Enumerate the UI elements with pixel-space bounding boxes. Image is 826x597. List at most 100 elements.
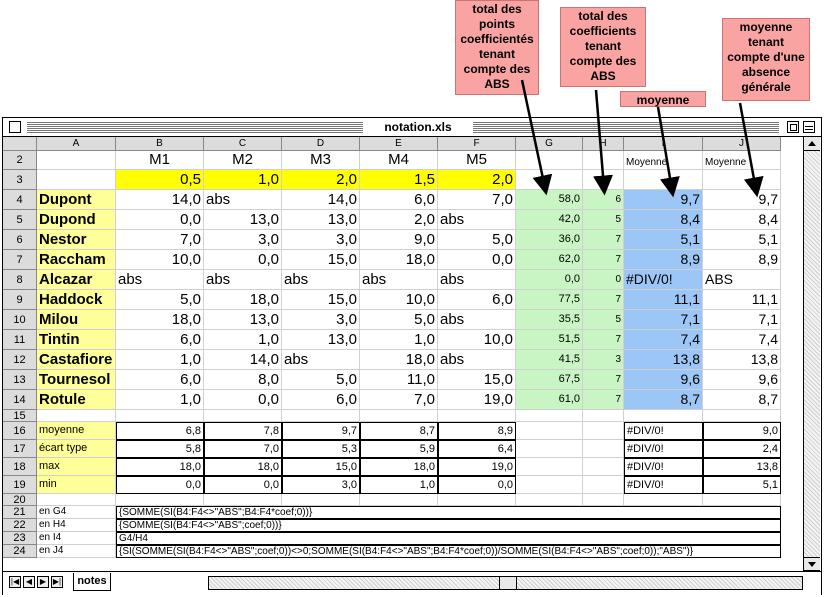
cell-e5[interactable]: 2,0	[360, 210, 438, 230]
row-header-5[interactable]: 5	[3, 210, 37, 230]
row-header-16[interactable]: 16	[3, 422, 37, 440]
formula-label-22[interactable]: en H4	[37, 519, 116, 532]
cell-b11[interactable]: 6,0	[116, 330, 204, 350]
sheet-tab-notes[interactable]: notes	[73, 573, 111, 591]
cell-j10[interactable]: 7,1	[703, 310, 781, 330]
cell-c12[interactable]: 14,0	[204, 350, 282, 370]
student-name-4[interactable]: Dupont	[37, 190, 116, 210]
cell-b16[interactable]: 6,8	[116, 422, 204, 440]
cell-d4[interactable]: 14,0	[282, 190, 360, 210]
cell-h10[interactable]: 5	[583, 310, 624, 330]
cell-c3[interactable]: 1,0	[204, 170, 282, 190]
cell-d2[interactable]: M3	[282, 151, 360, 170]
cell-g13[interactable]: 67,5	[516, 370, 583, 390]
cell-i14[interactable]: 8,7	[624, 390, 703, 410]
cell-h7[interactable]: 7	[583, 250, 624, 270]
cell-g6[interactable]: 36,0	[516, 230, 583, 250]
cell-i13[interactable]: 9,6	[624, 370, 703, 390]
last-sheet-icon[interactable]: ▶|	[51, 576, 63, 588]
column-header-e[interactable]: E	[360, 137, 438, 151]
cell-e19[interactable]: 1,0	[360, 476, 438, 494]
cell-h3[interactable]	[583, 170, 624, 190]
cell-d19[interactable]: 3,0	[282, 476, 360, 494]
cell-i4[interactable]: 9,7	[624, 190, 703, 210]
cell-f11[interactable]: 10,0	[438, 330, 516, 350]
cell-e16[interactable]: 8,7	[360, 422, 438, 440]
cell-e10[interactable]: 5,0	[360, 310, 438, 330]
cell-d15[interactable]	[282, 410, 360, 422]
student-name-6[interactable]: Nestor	[37, 230, 116, 250]
row-header-8[interactable]: 8	[3, 270, 37, 290]
cell-h4[interactable]: 6	[583, 190, 624, 210]
cell-f17[interactable]: 6,4	[438, 440, 516, 458]
cell-g15[interactable]	[516, 410, 583, 422]
cell-b6[interactable]: 7,0	[116, 230, 204, 250]
cell-g12[interactable]: 41,5	[516, 350, 583, 370]
cell-d13[interactable]: 5,0	[282, 370, 360, 390]
cell-a3[interactable]	[37, 170, 116, 190]
cell-j17[interactable]: 2,4	[703, 440, 781, 458]
cell-j14[interactable]: 8,7	[703, 390, 781, 410]
cell-i8[interactable]: #DIV/0!	[624, 270, 703, 290]
cell-c2[interactable]: M2	[204, 151, 282, 170]
cell-g2[interactable]	[516, 151, 583, 170]
cell-j12[interactable]: 13,8	[703, 350, 781, 370]
column-header-b[interactable]: B	[116, 137, 204, 151]
cell-j6[interactable]: 5,1	[703, 230, 781, 250]
student-name-11[interactable]: Tintin	[37, 330, 116, 350]
row-header-17[interactable]: 17	[3, 440, 37, 458]
cell-f7[interactable]: 0,0	[438, 250, 516, 270]
formula-text-23[interactable]: G4/H4	[116, 532, 781, 545]
student-name-14[interactable]: Rotule	[37, 390, 116, 410]
cell-g10[interactable]: 35,5	[516, 310, 583, 330]
cell-e7[interactable]: 18,0	[360, 250, 438, 270]
row-header-11[interactable]: 11	[3, 330, 37, 350]
cell-b19[interactable]: 0,0	[116, 476, 204, 494]
cell-j20[interactable]	[703, 494, 781, 506]
close-box-icon[interactable]	[9, 121, 21, 133]
row-header-23[interactable]: 23	[3, 532, 37, 545]
cell-c7[interactable]: 0,0	[204, 250, 282, 270]
cell-f18[interactable]: 19,0	[438, 458, 516, 476]
cell-b13[interactable]: 6,0	[116, 370, 204, 390]
cell-e12[interactable]: 18,0	[360, 350, 438, 370]
cell-d17[interactable]: 5,3	[282, 440, 360, 458]
vertical-scrollbar[interactable]	[803, 137, 820, 571]
cell-e2[interactable]: M4	[360, 151, 438, 170]
student-name-7[interactable]: Raccham	[37, 250, 116, 270]
column-header-f[interactable]: F	[438, 137, 516, 151]
cell-a2[interactable]	[37, 151, 116, 170]
cell-b3[interactable]: 0,5	[116, 170, 204, 190]
cell-b15[interactable]	[116, 410, 204, 422]
cell-g11[interactable]: 51,5	[516, 330, 583, 350]
formula-text-21[interactable]: {SOMME(SI(B4:F4<>"ABS";B4:F4*coef;0))}	[116, 506, 781, 519]
cell-b9[interactable]: 5,0	[116, 290, 204, 310]
cell-j11[interactable]: 7,4	[703, 330, 781, 350]
cell-c20[interactable]	[204, 494, 282, 506]
horizontal-scroll-thumb[interactable]	[499, 577, 517, 589]
cell-e3[interactable]: 1,5	[360, 170, 438, 190]
formula-label-23[interactable]: en I4	[37, 532, 116, 545]
cell-b7[interactable]: 10,0	[116, 250, 204, 270]
cell-e17[interactable]: 5,9	[360, 440, 438, 458]
cell-d10[interactable]: 3,0	[282, 310, 360, 330]
cell-f20[interactable]	[438, 494, 516, 506]
cell-h9[interactable]: 7	[583, 290, 624, 310]
cell-i6[interactable]: 5,1	[624, 230, 703, 250]
cell-h18[interactable]	[583, 458, 624, 476]
cell-d5[interactable]: 13,0	[282, 210, 360, 230]
cell-f14[interactable]: 19,0	[438, 390, 516, 410]
cell-i15[interactable]	[624, 410, 703, 422]
cell-i17[interactable]: #DIV/0!	[624, 440, 703, 458]
cell-i19[interactable]: #DIV/0!	[624, 476, 703, 494]
column-header-j[interactable]: J	[703, 137, 781, 151]
cell-f3[interactable]: 2,0	[438, 170, 516, 190]
cell-c6[interactable]: 3,0	[204, 230, 282, 250]
row-header-14[interactable]: 14	[3, 390, 37, 410]
cell-b20[interactable]	[116, 494, 204, 506]
stat-label-18[interactable]: max	[37, 458, 116, 476]
cell-b2[interactable]: M1	[116, 151, 204, 170]
zoom-box-icon[interactable]	[787, 121, 799, 133]
column-header-g[interactable]: G	[516, 137, 583, 151]
cell-e18[interactable]: 18,0	[360, 458, 438, 476]
